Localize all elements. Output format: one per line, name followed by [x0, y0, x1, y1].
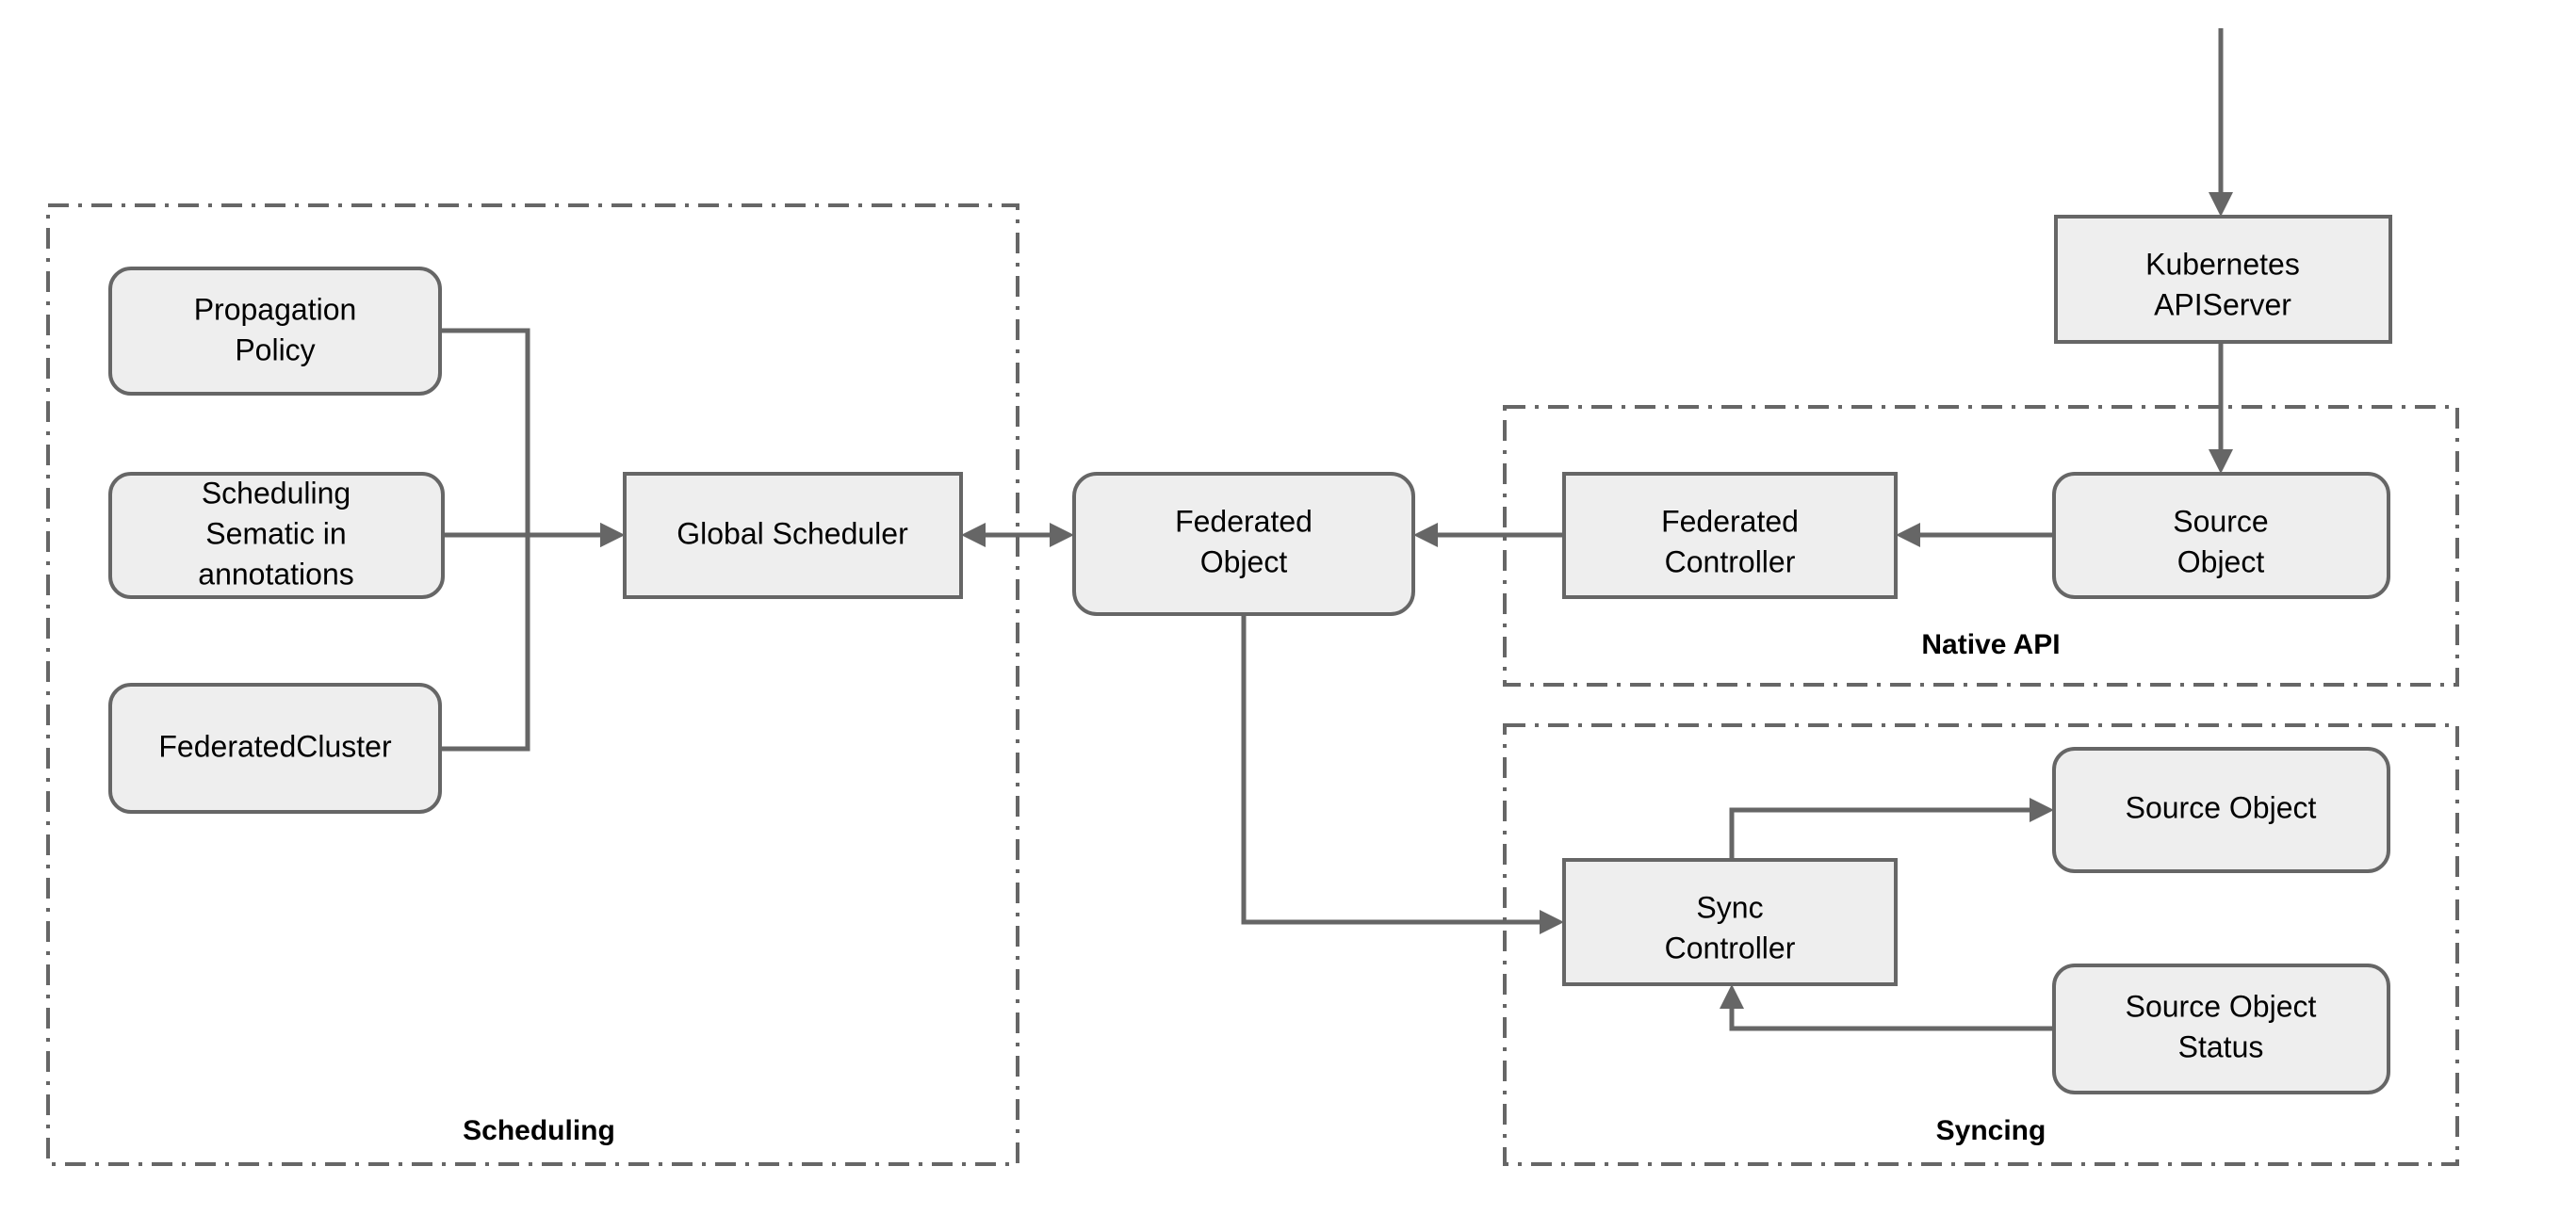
group-native-api-label: Native API: [1921, 629, 2060, 660]
node-propagation-policy-shape[interactable]: [108, 267, 442, 396]
group-syncing-label: Syncing: [1936, 1115, 2046, 1146]
node-federated-cluster-shape[interactable]: [108, 683, 442, 814]
node-federated-controller-label-line1: Federated: [1661, 504, 1799, 538]
node-source-object-native-label-line1: Source: [2173, 504, 2268, 538]
group-native-api: Native API: [1503, 405, 2459, 687]
node-scheduling-sematic-shape[interactable]: [108, 472, 445, 599]
edge-federatedcluster-to-scheduler: [440, 523, 625, 752]
group-syncing-border: [1503, 723, 2459, 1166]
node-federated-cluster[interactable]: FederatedCluster: [108, 683, 442, 814]
node-sync-controller-label-line2: Controller: [1665, 931, 1796, 964]
node-sync-controller-label-line1: Sync: [1696, 890, 1763, 924]
group-scheduling: Scheduling: [46, 203, 1019, 1166]
edge-apiserver-inbound: [2209, 28, 2233, 217]
edge-scheduler-to-federatedobject: [961, 523, 1074, 547]
node-global-scheduler-label-line1: Global Scheduler: [677, 516, 908, 550]
node-global-scheduler-shape[interactable]: [623, 472, 963, 599]
node-propagation-policy-label-line2: Policy: [235, 332, 315, 366]
node-kubernetes-apiserver[interactable]: Kubernetes APIServer: [2054, 215, 2392, 344]
group-scheduling-border: [46, 203, 1019, 1166]
edge-apiserver-to-sourceobject: [2209, 342, 2233, 474]
node-sync-controller-shape[interactable]: [1562, 858, 1898, 986]
node-source-object-status-label-line2: Status: [2178, 1029, 2264, 1063]
node-source-object-native-shape[interactable]: [2052, 472, 2390, 599]
node-source-object-sync-label-line1: Source Object: [2126, 790, 2317, 824]
node-kubernetes-apiserver-label-line2: APIServer: [2154, 287, 2291, 321]
edge-controller-to-federatedobject: [1413, 523, 1564, 547]
node-global-scheduler[interactable]: Global Scheduler: [623, 472, 963, 599]
node-sync-controller[interactable]: Sync Controller: [1562, 858, 1898, 986]
group-native-api-border: [1503, 405, 2459, 687]
node-propagation-policy[interactable]: Propagation Policy: [108, 267, 442, 396]
node-federated-controller-label-line2: Controller: [1665, 544, 1796, 578]
node-federated-controller-shape[interactable]: [1562, 472, 1898, 599]
node-scheduling-sematic[interactable]: Scheduling Sematic in annotations: [108, 472, 445, 599]
node-federated-object-shape[interactable]: [1072, 472, 1415, 616]
node-federated-object-label-line1: Federated: [1175, 504, 1312, 538]
edge-status-to-synccontroller: [1720, 984, 2054, 1031]
node-source-object-status-shape[interactable]: [2052, 964, 2390, 1094]
node-scheduling-sematic-label-line2: Sematic in: [205, 516, 346, 550]
node-source-object-status-label-line1: Source Object: [2126, 989, 2317, 1023]
node-source-object-sync[interactable]: Source Object: [2052, 747, 2390, 873]
node-federated-controller[interactable]: Federated Controller: [1562, 472, 1898, 599]
node-kubernetes-apiserver-shape[interactable]: [2054, 215, 2392, 344]
node-federated-cluster-label-line1: FederatedCluster: [158, 729, 392, 763]
node-propagation-policy-label-line1: Propagation: [194, 292, 357, 326]
node-source-object-sync-shape[interactable]: [2052, 747, 2390, 873]
node-source-object-native-label-line2: Object: [2177, 544, 2265, 578]
node-scheduling-sematic-label-line3: annotations: [198, 557, 353, 591]
node-federated-object[interactable]: Federated Object: [1072, 472, 1415, 616]
node-source-object-native[interactable]: Source Object: [2052, 472, 2390, 599]
node-scheduling-sematic-label-line1: Scheduling: [202, 476, 351, 510]
group-syncing: Syncing: [1503, 723, 2459, 1166]
node-kubernetes-apiserver-label-line1: Kubernetes: [2145, 247, 2300, 281]
edge-federatedobject-to-synccontroller: [1241, 614, 1564, 934]
node-source-object-status[interactable]: Source Object Status: [2052, 964, 2390, 1094]
group-scheduling-label: Scheduling: [463, 1115, 615, 1146]
edge-propagation-to-scheduler: [440, 328, 625, 547]
edge-synccontroller-to-sourceobject: [1729, 798, 2054, 860]
edge-sourceobject-to-controller: [1896, 523, 2054, 547]
node-federated-object-label-line2: Object: [1200, 544, 1288, 578]
